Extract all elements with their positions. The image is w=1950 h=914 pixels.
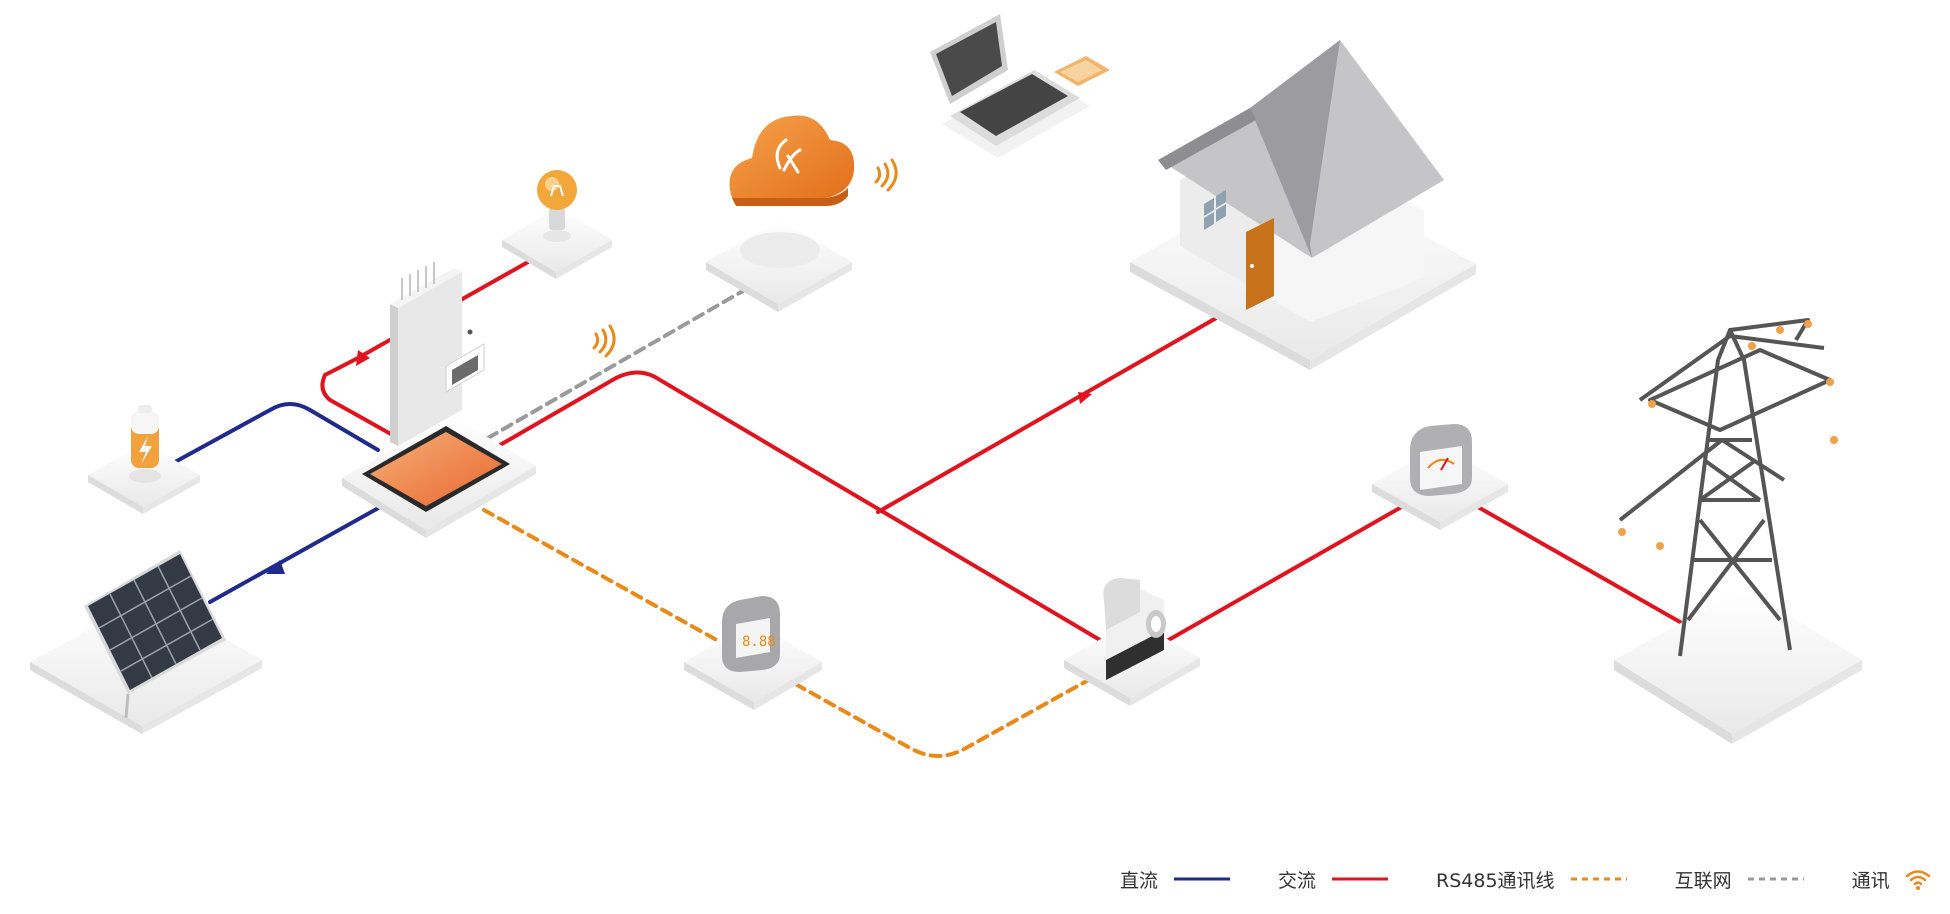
- laptop-icon: [930, 14, 1080, 146]
- ac-arrow-house: [1078, 392, 1092, 404]
- legend-swatch-rs485: [1570, 877, 1627, 881]
- legend-label-internet: 互联网: [1674, 869, 1732, 892]
- cloud-node: [706, 115, 855, 312]
- ac-arrow-load: [356, 350, 370, 366]
- legend-label-dc: 直流: [1120, 869, 1159, 892]
- legend-swatch-ac: [1332, 877, 1389, 881]
- smart-meter-node: [1064, 578, 1200, 706]
- tower-insulators: [1618, 320, 1838, 550]
- inverter-icon: [390, 262, 485, 446]
- ac-line-main: [498, 370, 1102, 642]
- wifi-signal-inverter-icon: [592, 324, 616, 358]
- battery-node: [88, 405, 200, 514]
- legend-item-rs485: RS485通讯线: [1436, 866, 1629, 893]
- phone-icon: [1054, 56, 1110, 86]
- cloud-icon: [729, 115, 855, 206]
- ac-line-load: [320, 260, 530, 440]
- grid-meter-node: [1372, 424, 1508, 530]
- legend-item-internet: 互联网: [1675, 866, 1806, 893]
- house-node: [1130, 40, 1476, 370]
- smart-meter-icon: [1103, 578, 1166, 680]
- legend-swatch-dc: [1174, 877, 1231, 881]
- dc-lines: [173, 402, 384, 604]
- legend-item-dc: 直流: [1120, 866, 1232, 893]
- battery-icon: [129, 405, 161, 483]
- light-bulb-icon: [537, 170, 577, 242]
- legend-item-wireless: 通讯: [1852, 866, 1932, 893]
- solar-panel-node: [30, 550, 262, 734]
- ac-line-ct-meter: [1163, 503, 1407, 644]
- rs485-line: [482, 508, 1112, 758]
- legend-label-rs485: RS485通讯线: [1436, 869, 1555, 892]
- phone-node: [1054, 56, 1110, 86]
- internet-line: [486, 286, 750, 440]
- legend-item-ac: 交流: [1278, 866, 1390, 893]
- dc-arrow-solar: [266, 560, 285, 574]
- display-meter-icon: 8.88: [722, 596, 780, 672]
- ac-line-house: [876, 315, 1220, 514]
- inverter-node: [342, 262, 536, 538]
- wifi-signal-cloud-icon: [874, 158, 898, 192]
- light-bulb-node: [502, 170, 612, 279]
- legend: 直流 交流 RS485通讯线 互联网 通讯: [1120, 864, 1932, 894]
- ac-lines: [320, 260, 1682, 644]
- grid-meter-icon: [1410, 424, 1472, 496]
- legend-label-ac: 交流: [1278, 869, 1317, 892]
- solar-panel-icon: [84, 550, 226, 719]
- ac-line-meter-tower: [1476, 505, 1682, 624]
- dc-line-battery: [173, 402, 380, 464]
- display-meter-node: 8.88: [684, 596, 822, 710]
- laptop-node: [930, 14, 1090, 158]
- house-icon: [1158, 40, 1444, 322]
- dc-line-solar: [208, 504, 384, 604]
- legend-label-wireless: 通讯: [1851, 869, 1890, 892]
- svg-text:8.88: 8.88: [742, 634, 776, 650]
- legend-swatch-internet: [1747, 877, 1804, 881]
- tower-node: [1614, 318, 1862, 744]
- wifi-icon: [1905, 870, 1930, 890]
